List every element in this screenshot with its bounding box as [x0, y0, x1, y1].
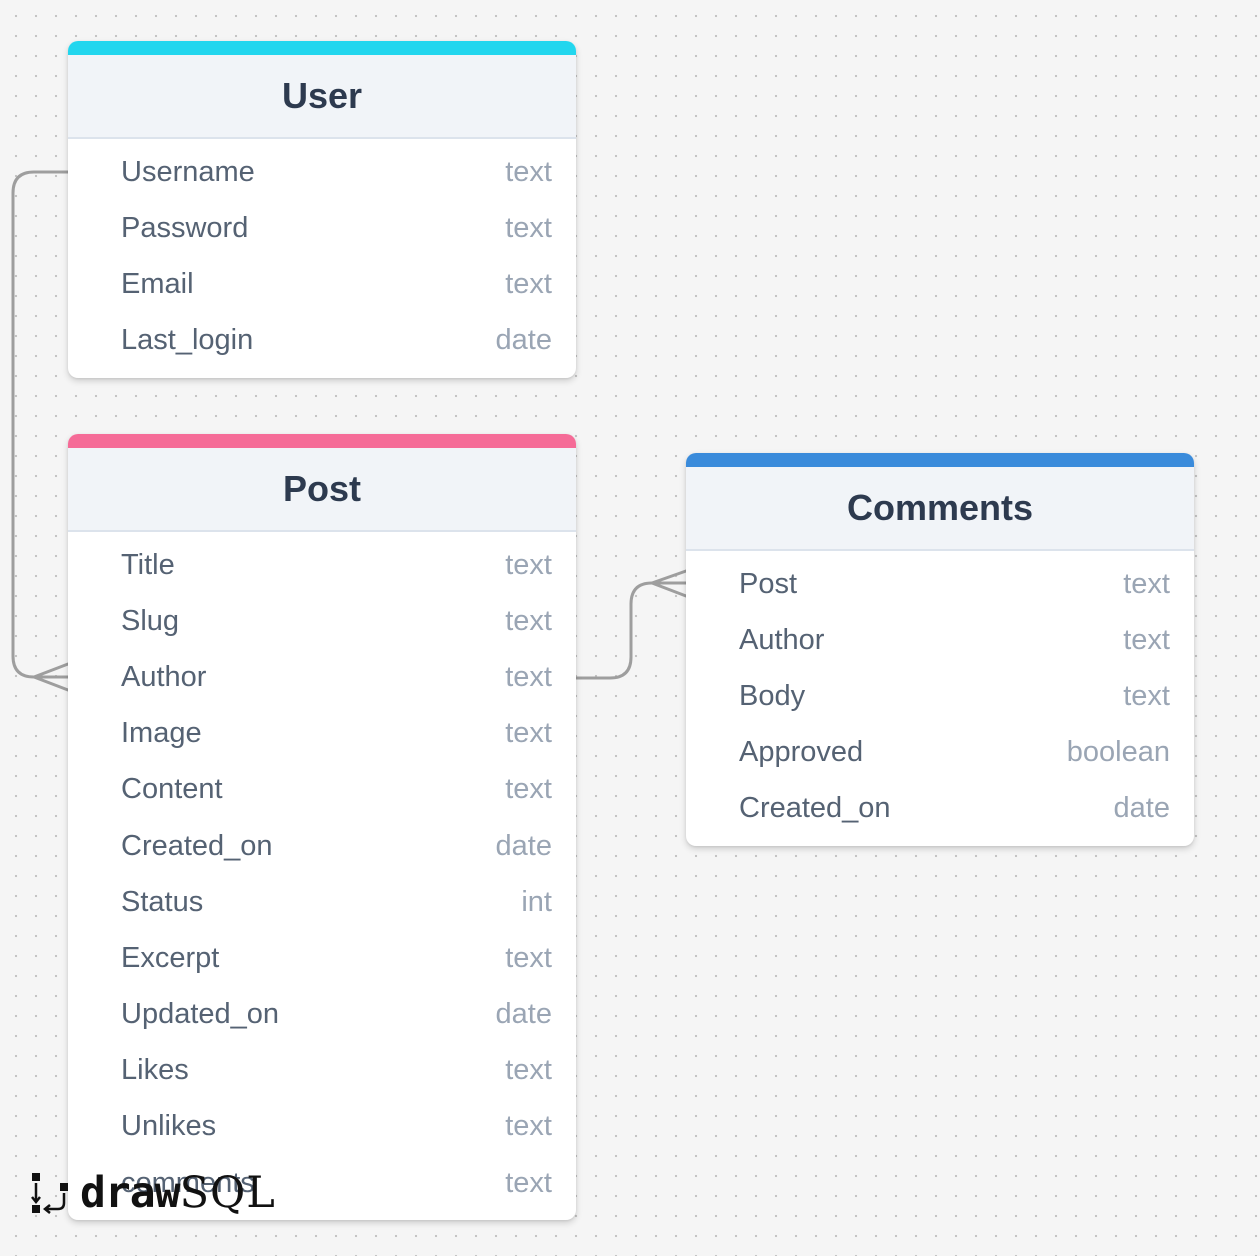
column-row-likes[interactable]: Likes text — [68, 1043, 576, 1099]
column-name: Post — [739, 567, 798, 600]
column-type: text — [505, 548, 552, 581]
column-name: Content — [121, 773, 223, 806]
table-header[interactable]: Post — [68, 448, 576, 532]
column-row-author[interactable]: Author text — [686, 612, 1194, 668]
column-type: boolean — [1066, 736, 1170, 769]
column-name: Approved — [739, 736, 864, 769]
column-name: Author — [121, 660, 207, 693]
column-type: text — [1123, 567, 1170, 600]
column-row-username[interactable]: Username text — [68, 144, 576, 200]
column-name: Status — [121, 885, 204, 918]
column-row-status[interactable]: Status int — [68, 874, 576, 930]
column-row-comments[interactable]: comments text — [68, 1155, 576, 1211]
table-title: User — [281, 75, 363, 116]
column-type: date — [495, 324, 552, 357]
crowsfoot-comments-icon — [650, 569, 688, 598]
column-name: Email — [121, 267, 194, 300]
column-type: text — [505, 604, 552, 637]
column-row-last_login[interactable]: Last_login date — [68, 313, 576, 369]
column-name: Username — [121, 155, 255, 188]
column-type: date — [495, 829, 552, 862]
column-row-email[interactable]: Email text — [68, 256, 576, 312]
column-type: text — [505, 773, 552, 806]
column-row-unlikes[interactable]: Unlikes text — [68, 1099, 576, 1155]
logo-text-draw: draw — [80, 1168, 181, 1218]
table-accent-bar — [68, 434, 576, 448]
column-row-image[interactable]: Image text — [68, 706, 576, 762]
column-row-content[interactable]: Content text — [68, 762, 576, 818]
column-type: text — [505, 155, 552, 188]
column-row-updated_on[interactable]: Updated_on date — [68, 987, 576, 1043]
column-row-author[interactable]: Author text — [68, 649, 576, 705]
column-name: Updated_on — [121, 998, 280, 1031]
column-type: date — [495, 998, 552, 1031]
column-type: text — [505, 660, 552, 693]
crowsfoot-post-icon — [32, 662, 70, 692]
column-row-title[interactable]: Title text — [68, 537, 576, 593]
column-name: comments — [121, 1166, 255, 1199]
column-row-excerpt[interactable]: Excerpt text — [68, 930, 576, 986]
column-type: text — [505, 267, 552, 300]
column-row-created_on[interactable]: Created_on date — [686, 781, 1194, 837]
drawsql-logo-icon — [31, 1173, 68, 1214]
column-name: Excerpt — [121, 941, 220, 974]
table-accent-bar — [68, 41, 576, 55]
column-row-password[interactable]: Password text — [68, 200, 576, 256]
column-name: Created_on — [121, 829, 273, 862]
column-name: Password — [121, 211, 249, 244]
column-type: text — [505, 941, 552, 974]
logo-text-sql: SQL — [179, 1168, 276, 1218]
column-type: date — [1113, 792, 1170, 825]
column-type: text — [505, 211, 552, 244]
column-name: Image — [121, 717, 202, 750]
column-row-approved[interactable]: Approved boolean — [686, 725, 1194, 781]
table-title: Post — [282, 468, 361, 509]
column-name: Created_on — [739, 792, 891, 825]
table-header[interactable]: Comments — [686, 467, 1194, 551]
column-name: Unlikes — [121, 1110, 217, 1143]
column-type: text — [505, 1166, 552, 1199]
table-header[interactable]: User — [68, 55, 576, 139]
column-name: Likes — [121, 1054, 189, 1087]
table-title: Comments — [846, 487, 1034, 528]
connector-post-comments — [574, 581, 688, 680]
column-name: Author — [739, 623, 825, 656]
column-type: int — [521, 885, 552, 918]
column-row-slug[interactable]: Slug text — [68, 593, 576, 649]
column-type: text — [1123, 679, 1170, 712]
column-row-body[interactable]: Body text — [686, 668, 1194, 724]
column-name: Slug — [121, 604, 180, 637]
column-type: text — [1123, 623, 1170, 656]
column-type: text — [505, 1110, 552, 1143]
column-row-created_on[interactable]: Created_on date — [68, 818, 576, 874]
table-accent-bar — [686, 453, 1194, 467]
column-name: Last_login — [121, 324, 254, 357]
column-name: Body — [739, 679, 806, 712]
connector-user-post — [11, 170, 70, 679]
column-type: text — [505, 1054, 552, 1087]
column-row-post[interactable]: Post text — [686, 556, 1194, 612]
column-type: text — [505, 717, 552, 750]
column-name: Title — [121, 548, 175, 581]
